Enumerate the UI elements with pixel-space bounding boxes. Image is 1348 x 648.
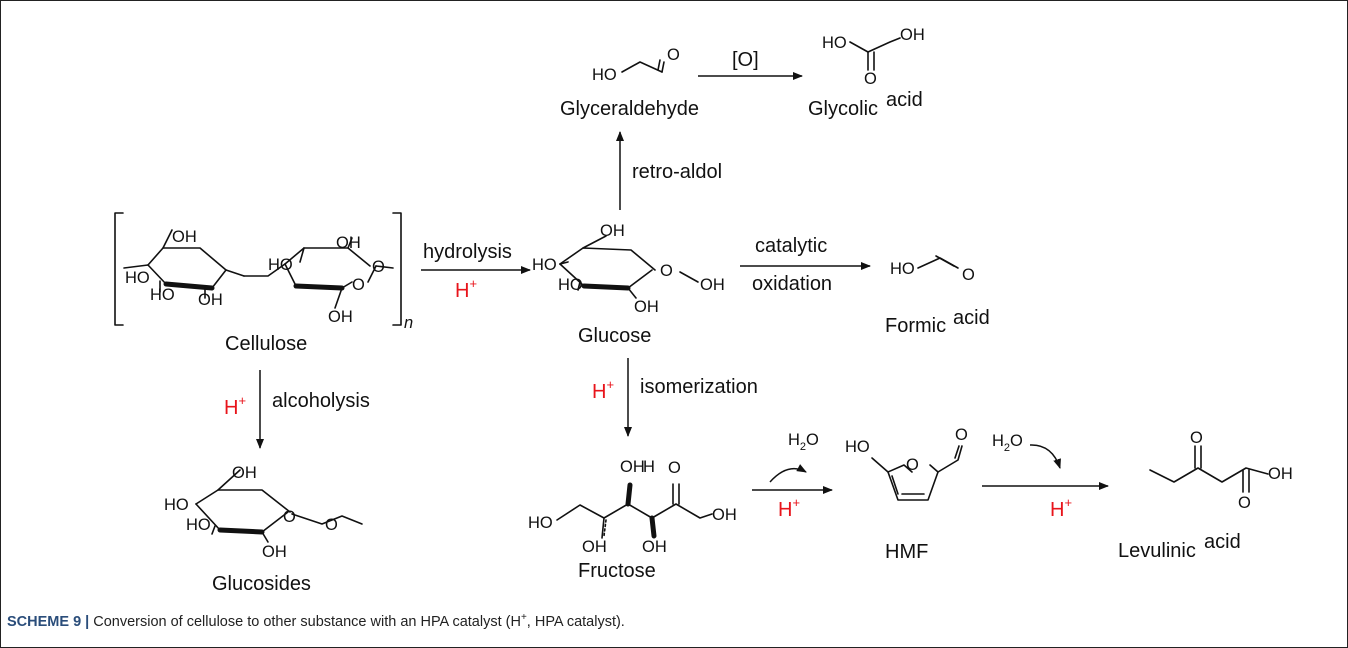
- cellulose-ho-bottom: HO: [150, 286, 175, 304]
- water-addition-arrow: [1029, 444, 1061, 469]
- fructose-oh-bottom-right: OH: [642, 538, 667, 556]
- glyceraldehyde-label: Glyceraldehyde: [560, 98, 699, 120]
- glucose-ring-o: O: [660, 262, 673, 280]
- oxidation-reagent: [O]: [732, 49, 759, 71]
- levulinic-acid-o: O: [1238, 494, 1251, 512]
- alcoholysis-label: alcoholysis: [272, 390, 370, 412]
- formic-acid-structure: [917, 255, 959, 269]
- formic-acid-label-acid: acid: [953, 307, 990, 329]
- cellulose-bridge-o: O: [372, 258, 385, 276]
- glucosides-label: Glucosides: [212, 573, 311, 595]
- fructose-label: Fructose: [578, 560, 656, 582]
- hmf-label: HMF: [885, 541, 928, 563]
- cellulose-ho-right: HO: [268, 256, 293, 274]
- hydrolysis-label: hydrolysis: [423, 241, 512, 263]
- polymer-n: n: [404, 314, 413, 332]
- caption-tail: , HPA catalyst).: [526, 613, 625, 630]
- glucosides-ether-o: O: [325, 516, 338, 534]
- levulinic-acid-label-name: Levulinic: [1118, 540, 1196, 562]
- glucosides-ring-o: O: [283, 508, 296, 526]
- caption-lead: SCHEME 9 |: [7, 613, 90, 630]
- glycolic-acid-structure: [849, 37, 901, 71]
- cellulose-ho-left: HO: [125, 269, 150, 287]
- glycolic-acid-label-name: Glycolic: [808, 98, 878, 120]
- isomerization-label: isomerization: [640, 376, 758, 398]
- glucose-ho-bottom: HO: [558, 276, 583, 294]
- rehydration-acid: H+: [1050, 495, 1072, 521]
- fructose-oh-right: OH: [712, 506, 737, 524]
- glycolic-acid-ho: HO: [822, 34, 847, 52]
- cellulose-ring-o: O: [352, 276, 365, 294]
- levulinic-oh: OH: [1268, 465, 1293, 483]
- caption-sup: +: [520, 612, 527, 623]
- glucosides-oh-ch2: OH: [232, 464, 257, 482]
- glycolic-acid-o: O: [864, 70, 877, 88]
- hmf-aldehyde-o: O: [955, 426, 968, 444]
- glyceraldehyde-ho: HO: [592, 66, 617, 84]
- formic-acid-label-name: Formic: [885, 315, 946, 337]
- glycolic-acid-label-acid: acid: [886, 89, 923, 111]
- cellulose-oh-top-left: OH: [172, 228, 197, 246]
- retro-aldol-label: retro-aldol: [632, 161, 722, 183]
- cellulose-oh-bottom: OH: [198, 291, 223, 309]
- fructose-h-top: H: [643, 458, 655, 476]
- levulinic-acid-label-acid: acid: [1204, 531, 1241, 553]
- catalytic-label: catalytic: [755, 235, 827, 257]
- glucose-oh-right: OH: [700, 276, 725, 294]
- hmf-structure: [871, 445, 963, 501]
- dehydration-acid: H+: [778, 495, 800, 521]
- caption-text: Conversion of cellulose to other substan…: [93, 613, 521, 630]
- water-release-arrow: [769, 464, 807, 483]
- hmf-ho: HO: [845, 438, 870, 456]
- formic-acid-o: O: [962, 266, 975, 284]
- glucosides-ho-left: HO: [164, 496, 189, 514]
- glucose-structure: [559, 235, 699, 299]
- fructose-ho-left: HO: [528, 514, 553, 532]
- fructose-oh-top: OH: [620, 458, 645, 476]
- alcoholysis-acid: H+: [224, 393, 246, 419]
- glucosides-structure: [195, 469, 363, 543]
- levulinic-acid-structure: [1149, 445, 1269, 493]
- figure-caption: SCHEME 9 | Conversion of cellulose to ot…: [7, 612, 625, 630]
- glucose-ho-left: HO: [532, 256, 557, 274]
- glucose-label: Glucose: [578, 325, 651, 347]
- water-released: H2O: [788, 431, 819, 453]
- glucosides-oh-bottom: OH: [262, 543, 287, 561]
- glucosides-ho-bottom: HO: [186, 516, 211, 534]
- glucose-oh-ch2: OH: [600, 222, 625, 240]
- fructose-structure: [556, 482, 713, 539]
- cellulose-oh-top-right: OH: [336, 234, 361, 252]
- hydrolysis-acid: H+: [455, 276, 477, 302]
- glyceraldehyde-o: O: [667, 46, 680, 64]
- cellulose-label: Cellulose: [225, 333, 307, 355]
- cellulose-oh-ch2: OH: [328, 308, 353, 326]
- hmf-ring-o: O: [906, 456, 919, 474]
- fructose-ketone-o: O: [668, 459, 681, 477]
- fructose-oh-bottom-left: OH: [582, 538, 607, 556]
- water-added: H2O: [992, 432, 1023, 454]
- formic-acid-ho: HO: [890, 260, 915, 278]
- cellulose-structure: [114, 212, 402, 326]
- oxidation-label: oxidation: [752, 273, 832, 295]
- glucose-oh-bottom: OH: [634, 298, 659, 316]
- glyceraldehyde-structure: [621, 59, 665, 73]
- isomerization-acid: H+: [592, 377, 614, 403]
- levulinic-ketone-o: O: [1190, 429, 1203, 447]
- glycolic-acid-oh: OH: [900, 26, 925, 44]
